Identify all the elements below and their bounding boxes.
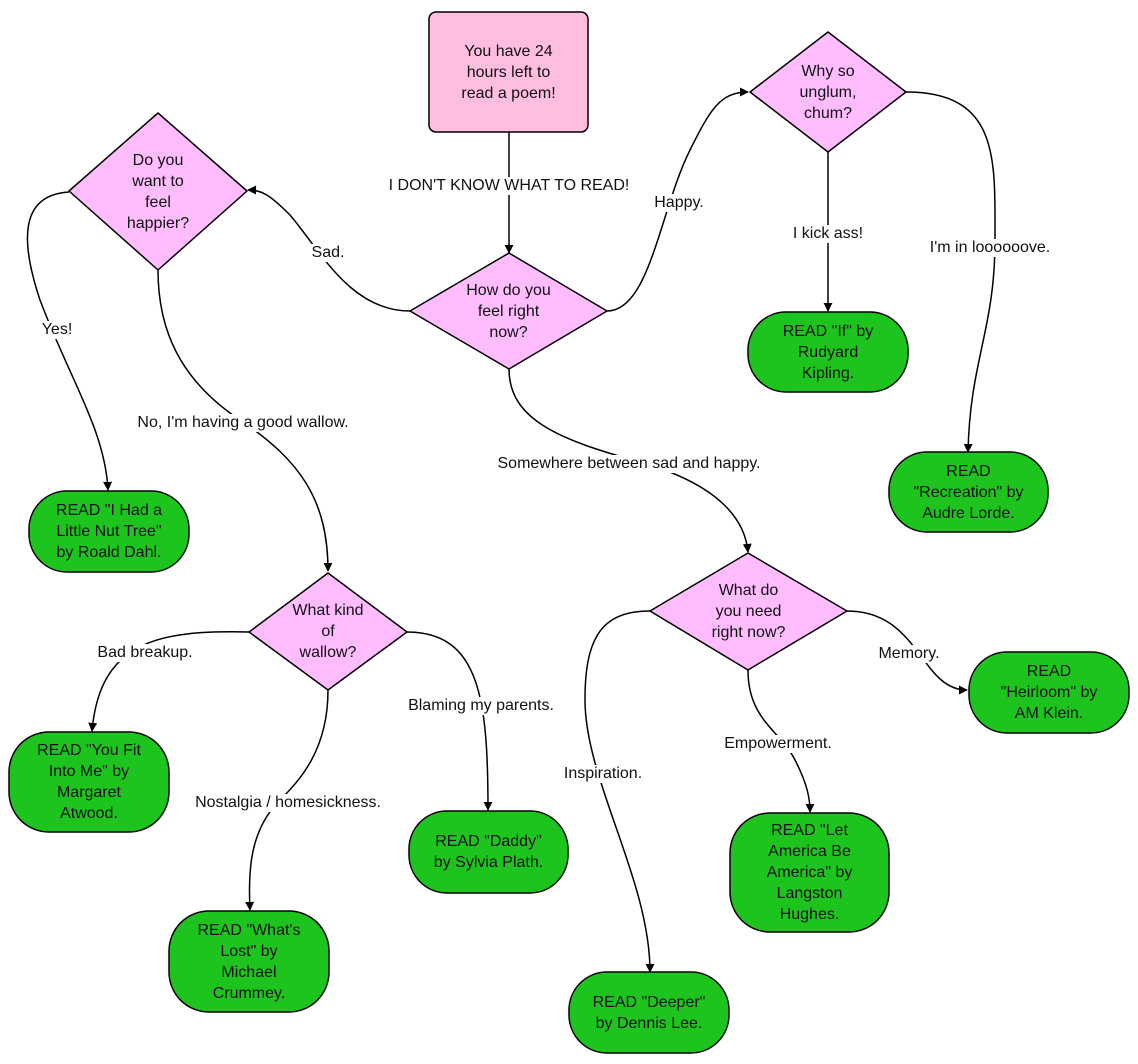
decision-what-need <box>649 552 848 671</box>
result-read-deeper <box>568 971 730 1054</box>
edge-label-inspiration: Inspiration. <box>562 765 644 783</box>
edge-want-happier-to-read-nut-tree <box>26 191 113 491</box>
edge-label-yes: Yes! <box>40 321 74 339</box>
edge-label-nostalgia: Nostalgia / homesickness. <box>194 794 382 812</box>
edge-why-unglum-to-read-recreation <box>905 91 996 453</box>
result-read-daddy <box>408 810 569 894</box>
edge-label-empowerment: Empowerment. <box>723 735 833 753</box>
edge-label-sad: Sad. <box>310 244 346 262</box>
edge-how-feel-to-want-happier <box>247 185 411 312</box>
edge-what-need-to-read-let-america <box>747 669 815 813</box>
result-read-let-america <box>729 812 890 933</box>
start-box <box>428 11 589 133</box>
result-read-nut-tree <box>28 490 190 573</box>
result-read-you-fit <box>8 731 170 833</box>
edge-label-good-wallow: No, I'm having a good wallow. <box>136 414 350 432</box>
edge-label-dont-know: I DON'T KNOW WHAT TO READ! <box>387 177 631 195</box>
decision-want-happier <box>68 112 248 271</box>
edge-label-memory: Memory. <box>877 645 941 663</box>
decision-how-feel <box>409 252 608 370</box>
edge-label-between: Somewhere between sad and happy. <box>496 455 762 473</box>
result-read-recreation <box>888 451 1049 533</box>
decision-why-unglum <box>749 31 907 153</box>
edge-label-bad-breakup: Bad breakup. <box>96 644 194 662</box>
edge-label-blaming-parents: Blaming my parents. <box>407 697 555 715</box>
edge-what-need-to-read-deeper <box>584 610 655 973</box>
edge-what-wallow-to-read-daddy <box>406 631 493 811</box>
edge-how-feel-to-why-unglum <box>606 87 749 312</box>
decision-what-wallow <box>248 572 408 691</box>
result-read-heirloom <box>968 651 1130 734</box>
result-read-whats-lost <box>168 910 330 1013</box>
edge-label-happy: Happy. <box>653 194 705 212</box>
edge-label-in-love: I'm in loooooove. <box>928 239 1052 257</box>
result-read-if <box>747 311 909 393</box>
edge-label-kick-ass: I kick ass! <box>791 225 865 243</box>
